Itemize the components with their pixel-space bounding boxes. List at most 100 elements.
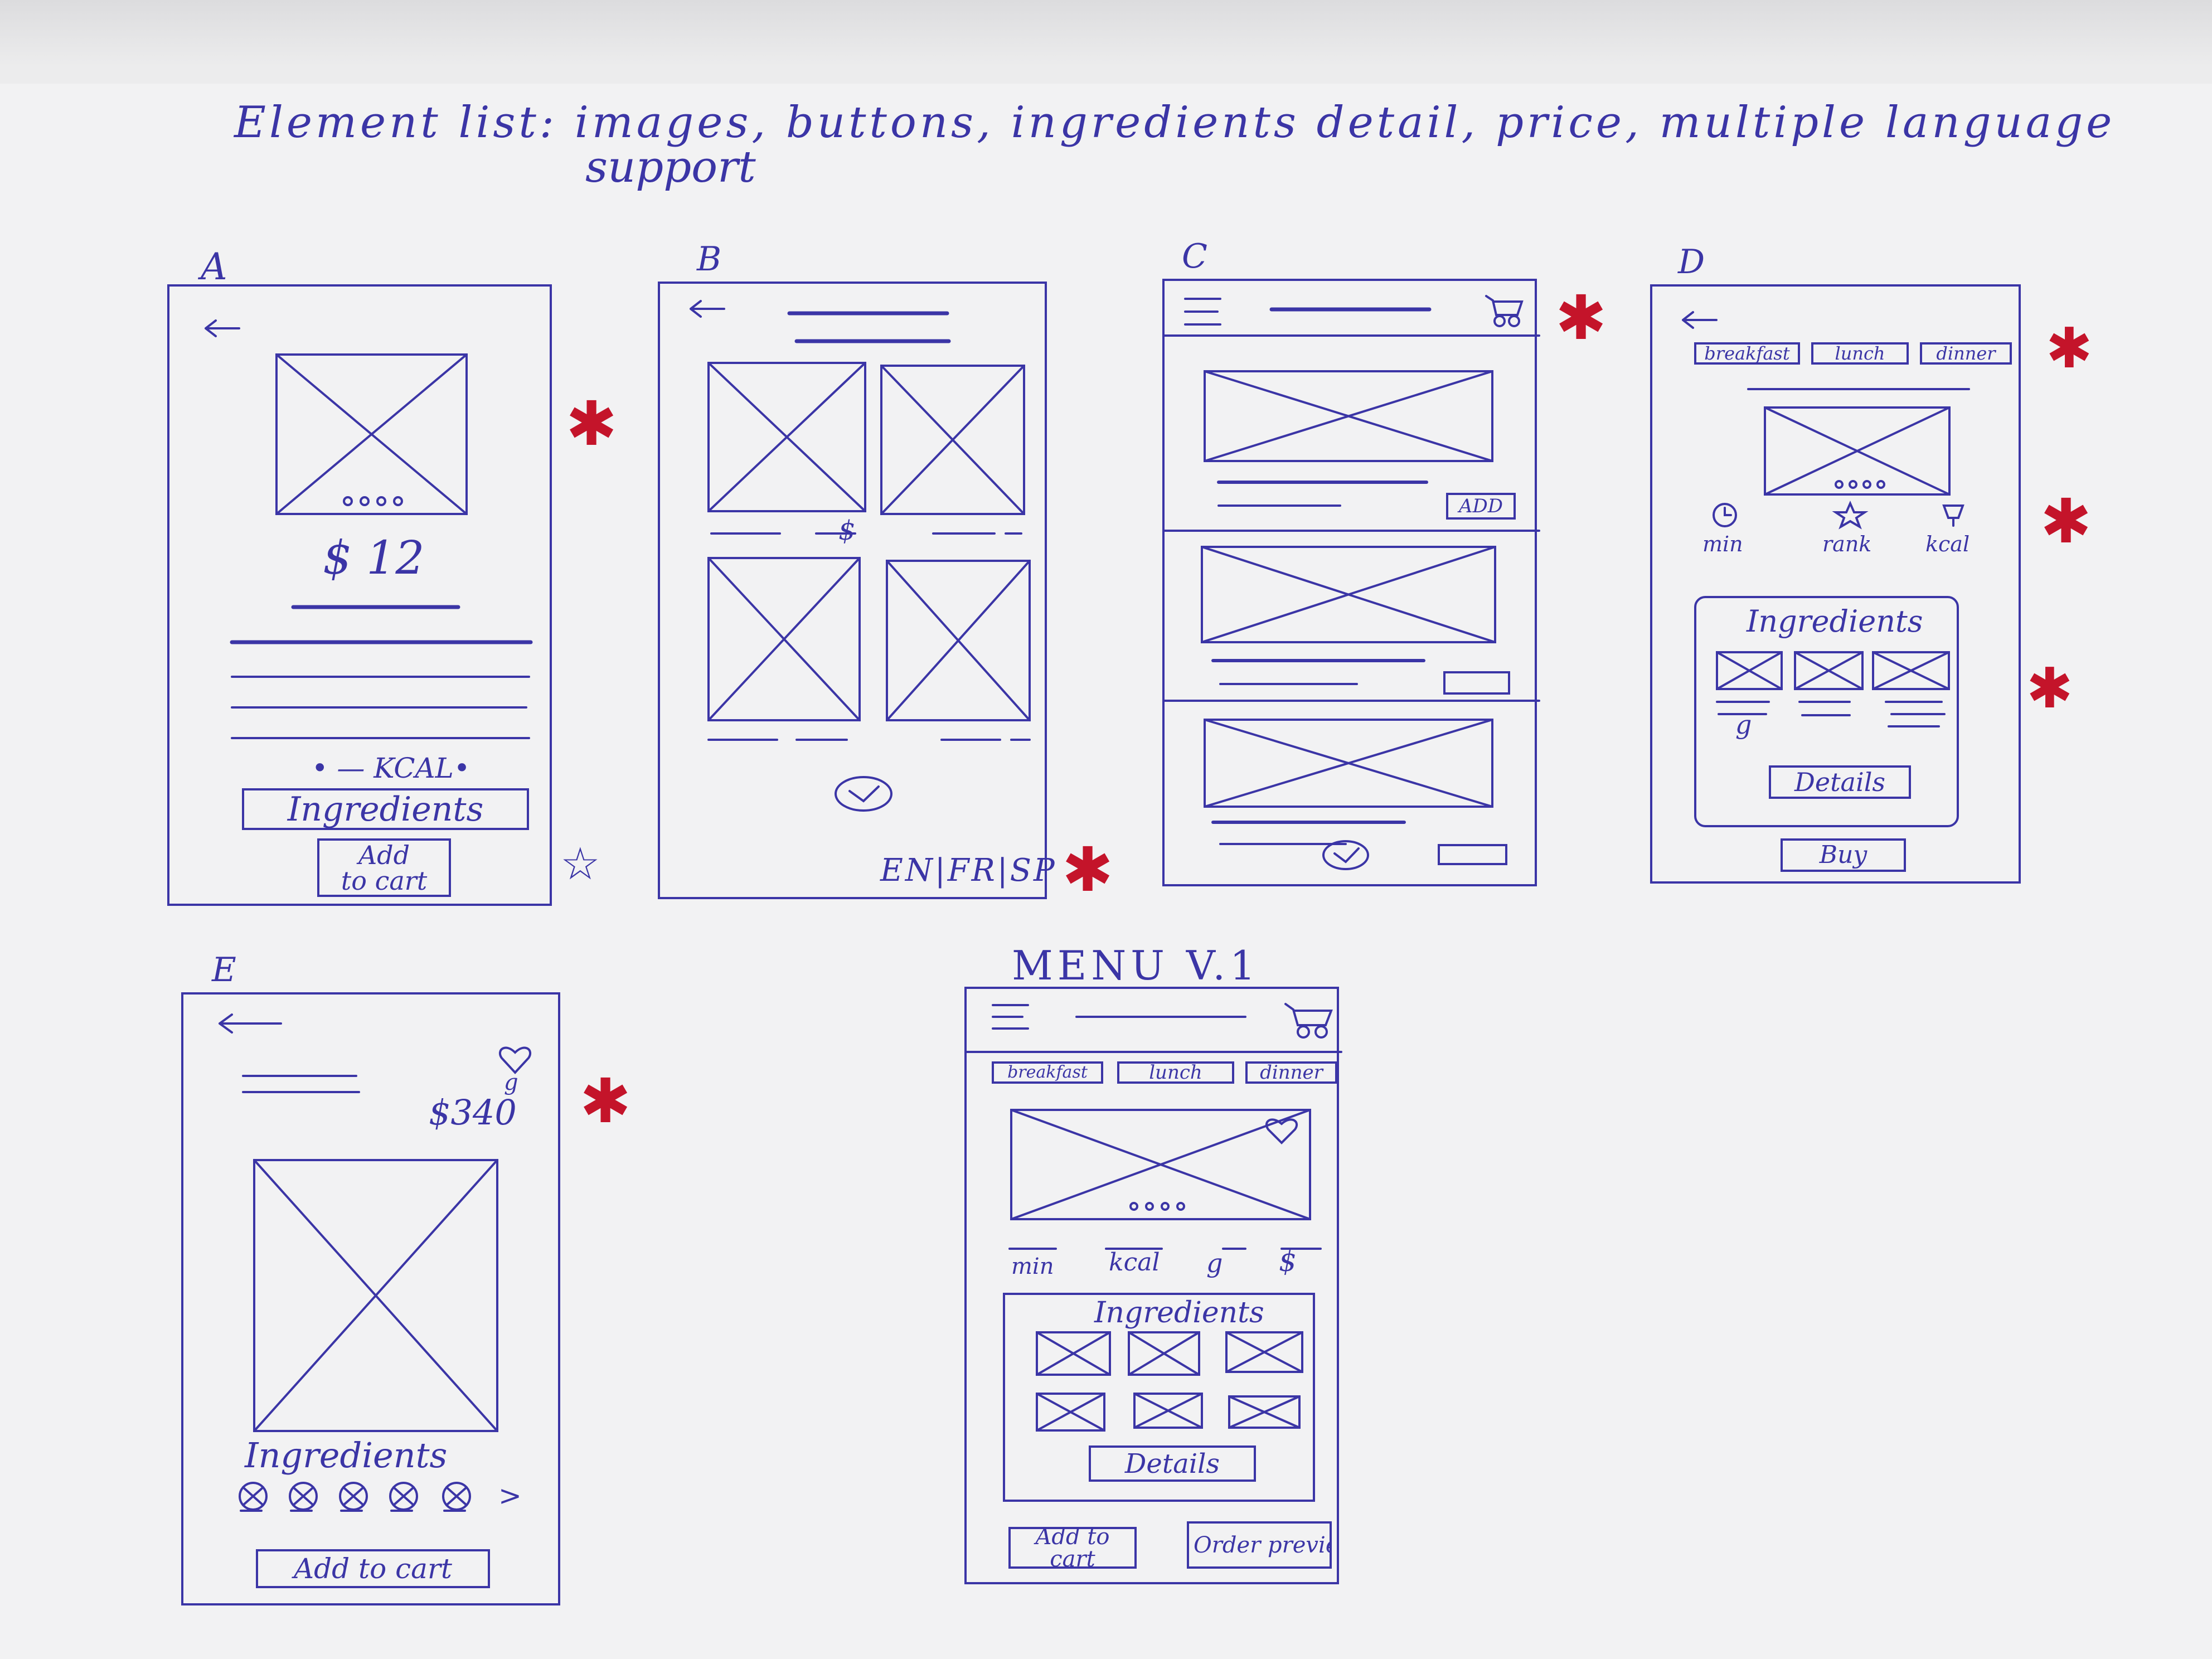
ingredients-title: Ingredients xyxy=(1094,1296,1264,1330)
menu-icon[interactable] xyxy=(1184,297,1223,327)
list-title-lines xyxy=(1217,481,1428,507)
ingredients-card: Ingredients g Details xyxy=(1694,596,1959,827)
image-placeholder xyxy=(253,1159,498,1432)
back-arrow-icon xyxy=(219,1013,282,1034)
red-star-marker: ✱ xyxy=(2040,486,2092,557)
price-sign-text: $ xyxy=(838,515,856,546)
sketch-e-label: E xyxy=(212,950,236,989)
carousel-dots-icon xyxy=(1129,1202,1185,1211)
list-title-lines xyxy=(1211,821,1406,845)
ingredient-icon xyxy=(442,1482,471,1512)
sketch-a-label: A xyxy=(201,245,227,288)
carousel-dots-icon xyxy=(1835,480,1885,489)
grid-caption-lines xyxy=(710,532,1022,535)
ingredient-grams-text: g xyxy=(1735,710,1752,740)
menu-version-label: MENU V.1 xyxy=(1012,942,1260,989)
red-star-marker: ✱ xyxy=(2046,316,2093,381)
sketch-c-label: C xyxy=(1182,237,1207,276)
grid-image-placeholder xyxy=(707,362,866,512)
sketch-d-phone-frame: breakfast lunch dinner min rank kcal Ing… xyxy=(1650,284,2021,884)
stat-min-label: min xyxy=(1702,532,1743,556)
ingredient-icon xyxy=(339,1482,368,1512)
cart-icon[interactable] xyxy=(1485,295,1524,328)
add-button[interactable]: ADD xyxy=(1446,493,1516,520)
add-button-empty[interactable] xyxy=(1438,844,1507,865)
ingredient-image-placeholder xyxy=(1133,1393,1203,1429)
tab-lunch[interactable]: lunch xyxy=(1117,1061,1234,1084)
sketch-b-label: B xyxy=(697,240,722,279)
ingredient-caption-lines xyxy=(1716,701,1946,727)
clock-icon xyxy=(1713,503,1737,527)
header-title-line xyxy=(1269,307,1432,312)
order-preview-button[interactable]: Order preview xyxy=(1187,1521,1332,1569)
details-button[interactable]: Details xyxy=(1089,1445,1256,1482)
details-button[interactable]: Details xyxy=(1769,765,1911,799)
add-to-cart-line2: to cart xyxy=(341,865,428,896)
kcal-text: • — KCAL• xyxy=(312,752,470,784)
ingredients-card: Ingredients Details xyxy=(1003,1293,1315,1502)
more-ingredients-icon[interactable]: > xyxy=(498,1479,522,1512)
title-line xyxy=(291,605,460,609)
tab-lunch[interactable]: lunch xyxy=(1811,342,1909,365)
stat-grams-label: g xyxy=(1206,1248,1223,1278)
list-title-lines xyxy=(1211,659,1425,685)
red-star-marker: ✱ xyxy=(1555,282,1607,353)
red-star-marker: ✱ xyxy=(566,388,618,459)
tab-breakfast[interactable]: breakfast xyxy=(992,1061,1103,1084)
menu-icon[interactable] xyxy=(992,1003,1031,1031)
stat-rank-label: rank xyxy=(1822,532,1872,556)
element-list-title-continued: support xyxy=(585,142,756,192)
ingredient-icon xyxy=(289,1482,318,1512)
sketch-e-phone-frame: g $340 Ingredients > Add to cart xyxy=(181,992,560,1605)
description-lines xyxy=(230,640,533,739)
favorite-heart-icon[interactable] xyxy=(1265,1117,1298,1145)
menu-phone-frame: breakfast lunch dinner min kcal g $ Ingr… xyxy=(964,987,1342,1584)
title-lines xyxy=(242,1075,360,1093)
add-to-cart-button[interactable]: Add to cart xyxy=(1008,1526,1137,1570)
scroll-down-icon[interactable] xyxy=(1321,838,1371,872)
list-image-placeholder xyxy=(1204,719,1493,808)
add-to-cart-line1: Add xyxy=(358,840,410,870)
add-to-cart-button[interactable]: Add to cart xyxy=(317,838,451,897)
outline-star-marker: ☆ xyxy=(560,838,600,890)
ingredient-icon xyxy=(239,1482,268,1512)
sketch-d-label: D xyxy=(1678,242,1705,282)
ingredients-button[interactable]: Ingredients xyxy=(242,788,529,830)
tabs-divider xyxy=(1747,388,1970,390)
ingredients-title: Ingredients xyxy=(1747,604,1923,639)
header-divider xyxy=(966,1051,1342,1053)
ingredient-image-placeholder xyxy=(1128,1331,1200,1376)
image-placeholder xyxy=(1010,1109,1311,1220)
image-placeholder xyxy=(275,353,468,515)
ingredient-image-placeholder xyxy=(1872,651,1950,690)
ingredients-title: Ingredients xyxy=(245,1435,448,1476)
grid-caption-lines xyxy=(707,739,1031,741)
stat-kcal-label: kcal xyxy=(1925,532,1970,556)
add-button-empty[interactable] xyxy=(1443,671,1510,695)
tab-dinner[interactable]: dinner xyxy=(1245,1061,1337,1084)
red-star-marker: ✱ xyxy=(2026,656,2073,721)
red-star-marker: ✱ xyxy=(580,1065,632,1137)
buy-button[interactable]: Buy xyxy=(1781,838,1906,872)
ingredient-image-placeholder xyxy=(1716,651,1783,690)
back-arrow-icon xyxy=(205,319,240,337)
cart-icon[interactable] xyxy=(1284,1003,1335,1039)
language-switcher[interactable]: EN|FR|SP xyxy=(880,852,1057,889)
stat-kcal-label: kcal xyxy=(1109,1248,1160,1277)
price-text: $340 xyxy=(429,1092,517,1133)
carousel-dots-icon xyxy=(343,496,403,506)
tab-breakfast[interactable]: breakfast xyxy=(1694,342,1800,365)
ingredient-image-placeholder xyxy=(1225,1331,1303,1373)
grams-text: g xyxy=(504,1070,518,1095)
ingredient-image-placeholder xyxy=(1228,1395,1301,1429)
tab-dinner[interactable]: dinner xyxy=(1920,342,2012,365)
ingredient-icon xyxy=(389,1482,418,1512)
sketch-a-phone-frame: $ 12 • — KCAL• Ingredients Add to cart xyxy=(167,284,552,906)
favorite-heart-icon[interactable] xyxy=(498,1045,532,1075)
scroll-down-icon[interactable] xyxy=(833,774,894,813)
back-arrow-icon xyxy=(1682,311,1718,329)
header-divider xyxy=(1163,334,1540,337)
add-to-cart-button[interactable]: Add to cart xyxy=(256,1549,490,1588)
grid-image-placeholder xyxy=(880,365,1025,515)
sketch-c-phone-frame: ADD xyxy=(1162,279,1540,886)
